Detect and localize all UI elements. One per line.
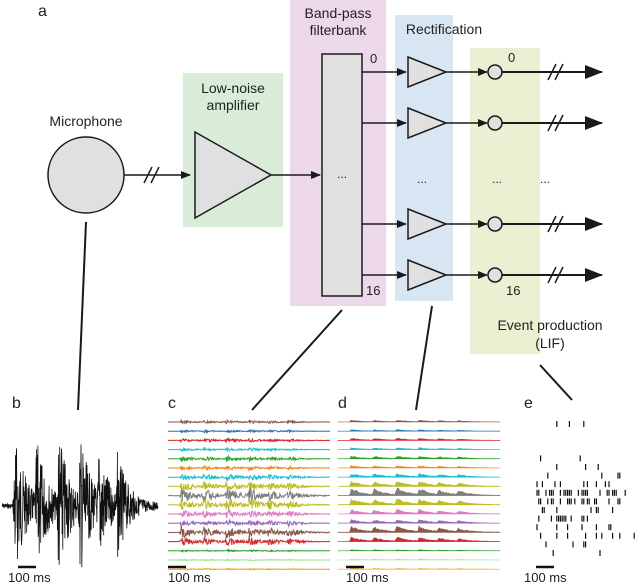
rectification-label: Rectification [406,21,482,37]
panel-label-b: b [12,395,21,412]
filtered-trace [168,464,331,472]
rectified-traces [337,419,501,570]
filtered-trace [168,418,331,425]
rectifier-triangle-icon [407,207,449,241]
filtered-trace [167,454,330,463]
rectification-ellipsis: ... [417,172,427,186]
rectified-trace [337,487,501,496]
filtered-trace [168,473,330,482]
filtered-trace [167,536,331,547]
rectified-trace [337,429,501,432]
rectified-trace [337,437,501,441]
rectified-trace [337,473,501,478]
scale-label-c: 100 ms [168,570,211,584]
filterbank-traces [167,418,331,571]
output-ellipsis: ... [540,172,550,186]
connector-d [415,305,433,411]
break-mark [554,114,564,132]
filterbank-channel-top: 0 [370,51,377,66]
event-background [470,48,540,354]
break-mark [547,266,557,284]
filterbank-label-line2: filterbank [310,22,368,38]
filtered-trace [167,525,331,539]
filtered-trace [168,548,330,554]
scale-label-d: 100 ms [346,570,389,584]
break-mark [547,215,557,233]
rectified-trace [337,465,501,469]
filtered-trace [167,508,331,519]
filtered-trace [168,567,330,571]
filtered-trace [168,428,331,435]
panel-label-c: c [168,395,176,412]
connector-e [539,364,573,401]
scale-label-e: 100 ms [524,570,567,584]
signal-break-mark [143,166,160,184]
break-mark [554,63,564,81]
panel-label-e: e [524,395,533,412]
amplifier-label-line2: amplifier [207,97,260,113]
rectified-trace [337,536,501,542]
filterbank-label-line1: Band-pass [305,5,372,21]
break-mark [554,215,564,233]
rectifier-triangle-icon [407,55,449,89]
rectified-trace [337,498,501,506]
filtered-trace [168,480,330,493]
filtered-trace [168,518,331,528]
rectified-trace [337,480,501,487]
break-mark [547,63,557,81]
spike-raster [536,421,635,556]
panel-label-a: a [38,3,47,20]
scale-label-b: 100 ms [8,570,51,584]
rectified-trace [337,519,501,524]
rectified-trace [337,455,501,460]
event-ellipsis: ... [492,172,502,186]
connector-c [251,309,343,411]
rectifier-triangle-icon [407,258,449,292]
event-label-line2: (LIF) [535,335,565,351]
microphone-label: Microphone [49,113,122,129]
rectified-trace [337,419,501,423]
break-mark [547,114,557,132]
panel-label-d: d [338,395,347,412]
filtered-trace [167,437,331,444]
filtered-trace [167,446,331,453]
amplifier-label-line1: Low-noise [201,80,265,96]
rectified-trace [338,549,501,552]
rectified-trace [337,524,501,533]
rectified-trace [337,447,501,450]
channel-rows [362,55,603,292]
rectified-trace [338,558,500,561]
rectification-background [395,15,453,301]
filterbank-channel-bottom: 16 [366,283,380,298]
event-channel-top: 0 [508,50,515,65]
rectified-trace [338,568,500,570]
lif-neuron-icon [487,64,503,80]
amplifier-triangle-icon [194,130,273,220]
waveform-panel [1,444,159,568]
connector-b [77,221,87,411]
filterbank-block [321,53,363,297]
filtered-trace [168,558,330,562]
audio-waveform [1,444,159,568]
event-channel-bottom: 16 [506,283,520,298]
lif-neuron-icon [487,216,503,232]
filterbank-ellipsis: ... [337,167,347,181]
event-label-line1: Event production [497,317,602,333]
rectifier-triangle-icon [407,106,449,140]
rectified-trace [337,509,501,515]
break-mark [554,266,564,284]
microphone-icon [47,136,125,214]
lif-neuron-icon [487,267,503,283]
lif-neuron-icon [487,115,503,131]
filtered-trace [167,498,331,511]
